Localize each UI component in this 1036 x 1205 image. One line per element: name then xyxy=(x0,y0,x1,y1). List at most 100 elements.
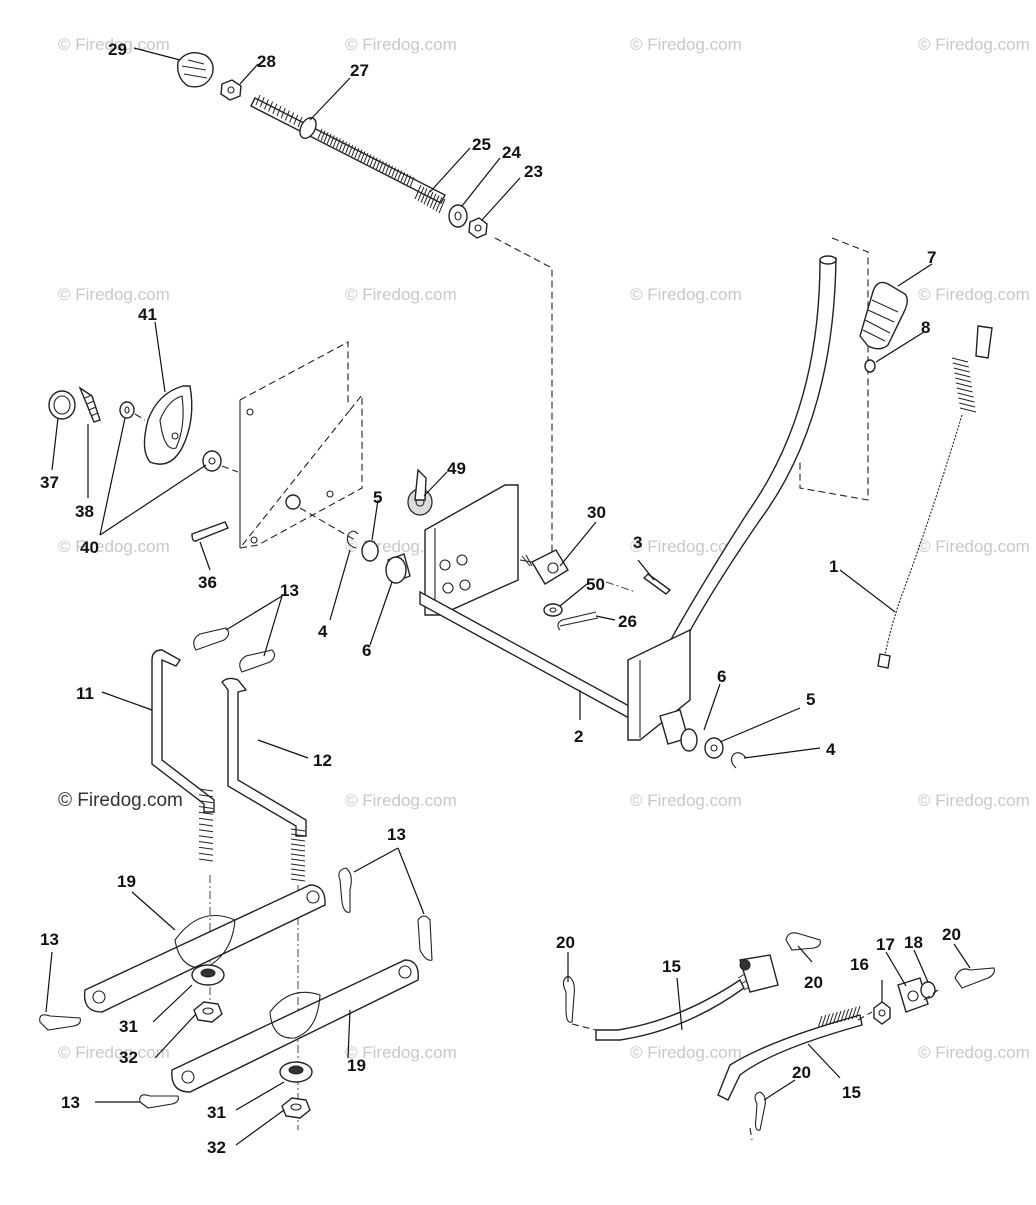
watermark: © Firedog.com xyxy=(918,35,1030,54)
nut-18 xyxy=(920,981,936,999)
pin-3 xyxy=(642,573,672,595)
callout-12: 12 xyxy=(313,751,332,770)
washer-5b xyxy=(704,737,724,759)
nut-28 xyxy=(220,79,242,101)
grip-7 xyxy=(859,281,908,350)
callout-37: 37 xyxy=(40,473,59,492)
callout-32: 32 xyxy=(119,1048,138,1067)
washer-40a xyxy=(119,401,135,419)
threaded-rod-27 xyxy=(250,94,446,204)
knob-29 xyxy=(177,52,214,88)
callout-3: 3 xyxy=(633,533,642,552)
lever-arm xyxy=(627,255,837,741)
watermark: © Firedog.com xyxy=(345,285,457,304)
assembly-line xyxy=(571,989,939,1141)
centerline xyxy=(209,875,299,1130)
watermark: © Firedog.com xyxy=(345,791,457,810)
bushing-6b xyxy=(659,709,698,752)
callout-5: 5 xyxy=(806,690,815,709)
watermark-highlight: © Firedog.com xyxy=(58,790,183,811)
callout-15: 15 xyxy=(662,957,681,976)
callout-4: 4 xyxy=(826,740,836,759)
block-15a xyxy=(739,954,779,993)
callout-41: 41 xyxy=(138,305,157,324)
callout-29: 29 xyxy=(108,40,127,59)
watermark: © Firedog.com xyxy=(630,1043,742,1062)
nut-32b xyxy=(281,1097,311,1119)
callout-30: 30 xyxy=(587,503,606,522)
centerline xyxy=(605,581,637,593)
callout-50: 50 xyxy=(586,575,605,594)
clip-13-top xyxy=(193,627,276,673)
callout-20: 20 xyxy=(942,925,961,944)
washer-5a xyxy=(361,540,379,562)
cable-1 xyxy=(877,325,993,669)
callout-31: 31 xyxy=(119,1017,138,1036)
nut-32a xyxy=(193,1001,223,1023)
callout-24: 24 xyxy=(502,143,521,162)
callout-5: 5 xyxy=(373,488,382,507)
spacer-31a xyxy=(191,964,225,986)
callout-38: 38 xyxy=(75,502,94,521)
watermark: © Firedog.com xyxy=(58,1043,170,1062)
watermark: © Firedog.com xyxy=(918,285,1030,304)
callout-26: 26 xyxy=(618,612,637,631)
spring-25 xyxy=(414,184,446,214)
clip-36 xyxy=(191,521,229,542)
callout-18: 18 xyxy=(904,933,923,952)
clip-4b xyxy=(730,752,747,769)
clips-20 xyxy=(562,932,995,1131)
callout-49: 49 xyxy=(447,459,466,478)
callout-4: 4 xyxy=(318,622,328,641)
bolt-38 xyxy=(78,386,101,423)
leader-lines xyxy=(45,47,971,1146)
callout-31: 31 xyxy=(207,1103,226,1122)
setscrew-8 xyxy=(864,359,876,373)
callout-13: 13 xyxy=(40,930,59,949)
pin xyxy=(285,494,301,510)
callout-23: 23 xyxy=(524,162,543,181)
callout-1: 1 xyxy=(829,557,838,576)
callout-40: 40 xyxy=(80,538,99,557)
shaft-2 xyxy=(419,590,641,726)
watermark: © Firedog.com xyxy=(58,35,170,54)
callout-20: 20 xyxy=(792,1063,811,1082)
nut-16 xyxy=(873,1001,891,1025)
spacer-31b xyxy=(279,1061,313,1083)
watermark: © Firedog.com xyxy=(918,1043,1030,1062)
assembly-line xyxy=(299,507,356,541)
link-12 xyxy=(221,677,307,882)
cam-41 xyxy=(143,385,193,465)
callout-15: 15 xyxy=(842,1083,861,1102)
callout-7: 7 xyxy=(927,248,936,267)
callout-13: 13 xyxy=(387,825,406,844)
callout-32: 32 xyxy=(207,1138,226,1157)
watermark: © Firedog.com xyxy=(630,285,742,304)
pivot-bracket xyxy=(424,484,519,616)
callout-17: 17 xyxy=(876,935,895,954)
watermark: © Firedog.com xyxy=(630,537,742,556)
swivel-30 xyxy=(519,549,569,585)
callout-19: 19 xyxy=(117,872,136,891)
washer-40b xyxy=(202,450,222,472)
callout-8: 8 xyxy=(921,318,930,337)
callout-13: 13 xyxy=(280,581,299,600)
rod-15b xyxy=(717,1005,863,1101)
watermark-layer: © Firedog.com © Firedog.com © Firedog.co… xyxy=(58,35,1030,1062)
callout-20: 20 xyxy=(804,973,823,992)
mount-plate xyxy=(238,341,363,549)
lift-arm-19b xyxy=(171,959,419,1093)
callout-11: 11 xyxy=(76,684,94,703)
callout-20: 20 xyxy=(556,933,575,952)
lift-arm-19a xyxy=(83,884,326,1013)
callout-labels: 29 28 27 25 24 23 7 8 41 37 38 40 36 49 … xyxy=(40,40,961,1157)
callout-36: 36 xyxy=(198,573,217,592)
watermark: © Firedog.com xyxy=(345,1043,457,1062)
callout-27: 27 xyxy=(350,61,369,80)
callout-13: 13 xyxy=(61,1093,80,1112)
watermark: © Firedog.com xyxy=(630,35,742,54)
callout-16: 16 xyxy=(850,955,869,974)
washer-50 xyxy=(543,603,563,617)
